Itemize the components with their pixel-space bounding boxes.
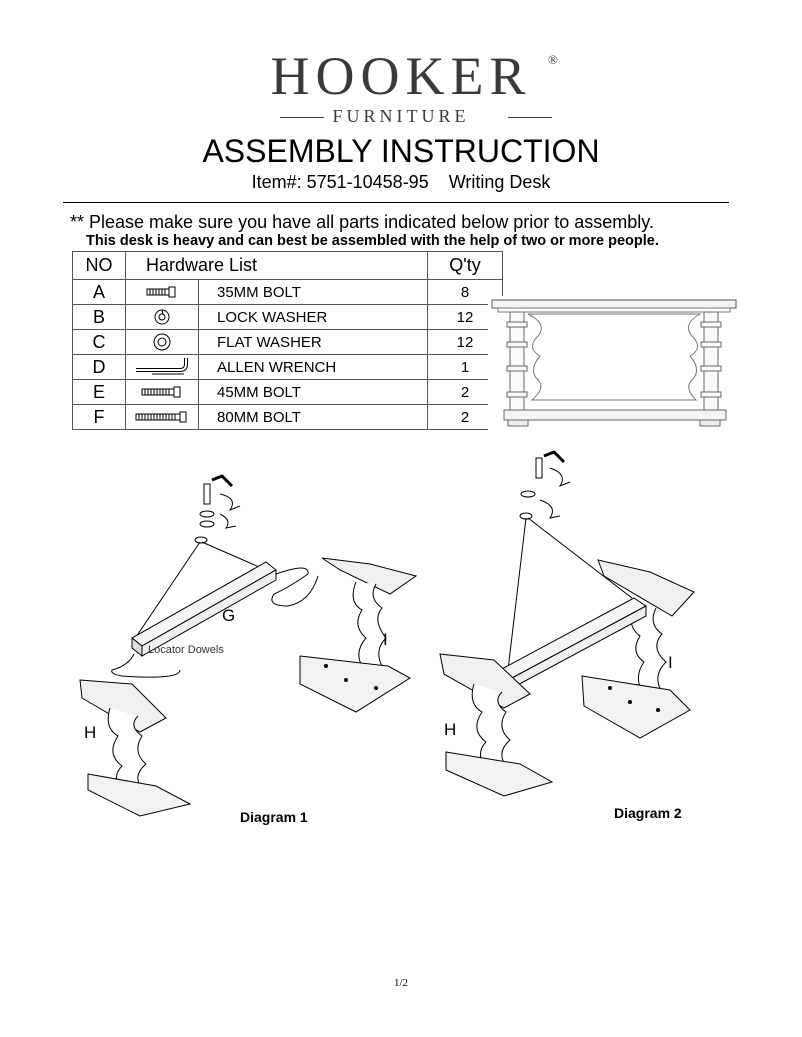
flat-washer-icon — [126, 330, 198, 354]
lock-washer-icon — [126, 305, 198, 329]
header-no: NO — [72, 251, 126, 280]
table-row: F 80MM BOLT 2 — [72, 404, 503, 430]
row-name: 45MM BOLT — [198, 379, 428, 405]
brand-logo-text: HOOKER — [270, 46, 532, 106]
row-no: D — [72, 354, 126, 380]
weight-warning: This desk is heavy and can best be assem… — [86, 233, 659, 249]
row-name: 80MM BOLT — [198, 404, 428, 430]
part-label-g: G — [222, 606, 236, 625]
part-label-i-diagram2: I — [668, 653, 673, 672]
table-header-row: NO Hardware List Q'ty — [72, 251, 503, 280]
document-title: ASSEMBLY INSTRUCTION — [202, 133, 600, 169]
short-bolt-icon — [126, 280, 198, 304]
item-number: Item#: 5751-10458-95 Writing Desk — [251, 172, 551, 192]
registered-mark: ® — [548, 52, 558, 67]
assembly-diagram-2 — [439, 450, 695, 797]
row-name: ALLEN WRENCH — [198, 354, 428, 380]
brand-logo-subtext: FURNITURE — [332, 106, 470, 126]
locator-dowels-label: Locator Dowels — [148, 644, 224, 656]
table-row: B LOCK WASHER 12 — [72, 304, 503, 330]
header-hardware-list: Hardware List — [125, 251, 428, 280]
table-row: E 45MM BOLT 2 — [72, 379, 503, 405]
logo-rule-left — [280, 117, 324, 118]
row-no: F — [72, 404, 126, 430]
parts-notice: ** Please make sure you have all parts i… — [70, 212, 654, 232]
header-divider — [63, 202, 729, 203]
table-row: A 35MM BOLT 8 — [72, 279, 503, 305]
row-name: FLAT WASHER — [198, 329, 428, 355]
row-no: A — [72, 279, 126, 305]
allen-wrench-icon — [126, 355, 198, 379]
table-row: C FLAT WASHER 12 — [72, 329, 503, 355]
long-bolt-icon — [126, 405, 198, 429]
desk-front-view-illustration — [488, 296, 740, 432]
row-no: B — [72, 304, 126, 330]
part-label-h-diagram1: H — [84, 723, 97, 742]
part-label-i-diagram1: I — [383, 630, 388, 649]
header-qty: Q'ty — [427, 251, 503, 280]
medium-bolt-icon — [126, 380, 198, 404]
hardware-table: NO Hardware List Q'ty A 35MM BOLT 8 B LO… — [72, 251, 503, 430]
row-name: LOCK WASHER — [198, 304, 428, 330]
assembly-diagram-1 — [79, 474, 418, 817]
row-name: 35MM BOLT — [198, 279, 428, 305]
diagram-2-label: Diagram 2 — [614, 805, 682, 821]
page-number: 1/2 — [393, 977, 409, 989]
diagram-1-label: Diagram 1 — [240, 809, 308, 825]
table-row: D ALLEN WRENCH 1 — [72, 354, 503, 380]
logo-rule-right — [508, 117, 552, 118]
row-no: E — [72, 379, 126, 405]
part-label-h-diagram2: H — [444, 720, 457, 739]
row-no: C — [72, 329, 126, 355]
